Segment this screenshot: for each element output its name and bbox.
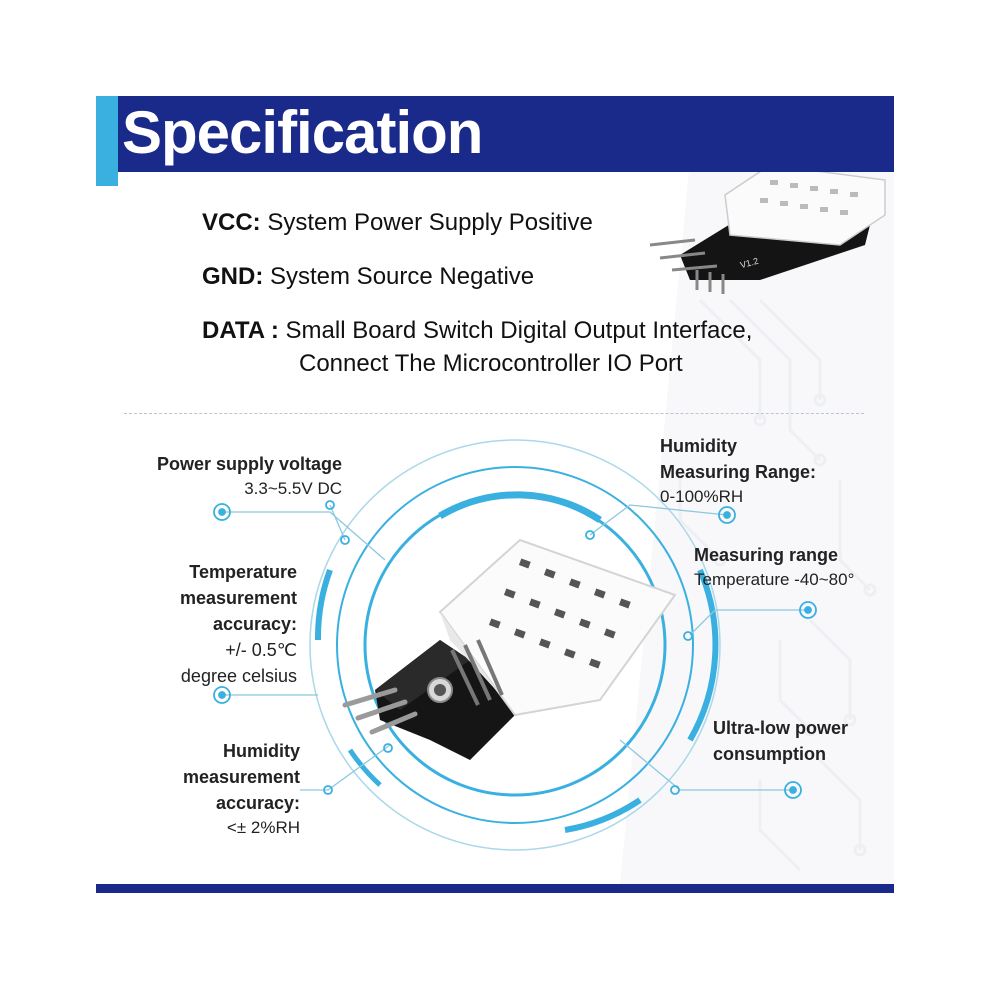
feature-temp-accuracy-title-3: accuracy:: [212, 614, 297, 634]
callout-lines: [222, 504, 808, 791]
target-markers: [213, 500, 817, 799]
feature-power-consumption-title-1: Ultra-low power: [713, 718, 849, 738]
section-divider: [124, 413, 864, 414]
feature-power-supply-value: 3.3~5.5V DC: [244, 479, 342, 498]
feature-power-supply: Power supply voltage 3.3~5.5V DC: [100, 451, 342, 501]
sensor-module-large: [342, 538, 677, 760]
pin-data-desc: Small Board Switch Digital Output Interf…: [285, 317, 753, 344]
feature-humidity-range: Humidity Measuring Range: 0-100%RH: [660, 433, 880, 509]
feature-humidity-accuracy-title-3: accuracy:: [215, 793, 300, 813]
feature-humidity-range-title-1: Humidity: [660, 436, 738, 456]
feature-temp-accuracy-title-2: measurement: [179, 588, 297, 608]
pin-vcc-desc: System Power Supply Positive: [267, 209, 593, 236]
pin-gnd-desc: System Source Negative: [270, 263, 535, 290]
feature-humidity-accuracy-title-2: measurement: [182, 767, 300, 787]
feature-power-consumption: Ultra-low power consumption: [713, 715, 890, 767]
feature-power-consumption-title-2: consumption: [713, 744, 826, 764]
bottom-bar: [96, 884, 894, 893]
pin-data-name: DATA :: [202, 317, 279, 344]
pin-gnd-name: GND:: [202, 263, 264, 290]
pin-vcc: VCC: System Power Supply Positive: [202, 209, 593, 237]
feature-temp-range-value: Temperature -40~80°: [694, 570, 855, 589]
feature-temp-accuracy: Temperature measurement accuracy: +/- 0.…: [100, 559, 297, 689]
header-accent: [96, 96, 118, 186]
feature-temp-accuracy-value-1: +/- 0.5℃: [225, 640, 297, 660]
feature-temp-range-title: Measuring range: [694, 545, 839, 565]
page-title: Specification: [122, 99, 483, 166]
feature-temp-accuracy-title-1: Temperature: [189, 562, 297, 582]
decorative-rings: [309, 439, 721, 851]
feature-humidity-range-title-2: Measuring Range:: [660, 462, 817, 482]
feature-temp-range: Measuring range Temperature -40~80°: [694, 542, 890, 592]
feature-humidity-accuracy-title-1: Humidity: [222, 741, 300, 761]
pin-data: DATA : Small Board Switch Digital Output…: [202, 317, 752, 345]
pin-data-desc-line2: Connect The Microcontroller IO Port: [299, 350, 683, 377]
feature-humidity-range-value: 0-100%RH: [660, 487, 744, 506]
feature-power-supply-title: Power supply voltage: [156, 454, 342, 474]
pin-gnd: GND: System Source Negative: [202, 263, 534, 291]
header-bar: [96, 96, 894, 172]
feature-humidity-accuracy: Humidity measurement accuracy: <± 2%RH: [100, 738, 300, 840]
feature-humidity-accuracy-value: <± 2%RH: [226, 818, 300, 837]
feature-temp-accuracy-value-2: degree celsius: [180, 666, 297, 686]
pin-vcc-name: VCC:: [202, 209, 261, 236]
